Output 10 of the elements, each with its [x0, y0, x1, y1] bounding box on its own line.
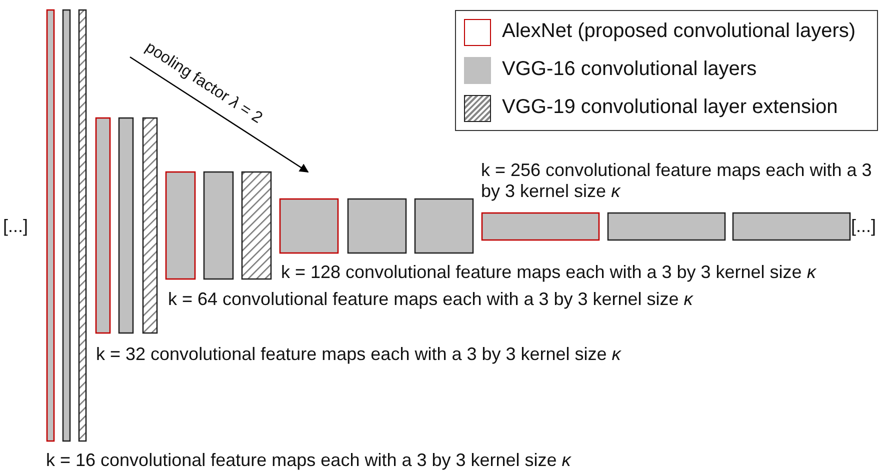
layer-caption: k = 64 convolutional feature maps each with a 3 by 3 kernel size κ [168, 289, 693, 309]
ellipsis-text: [...] [851, 216, 876, 236]
layer-caption: k = 32 convolutional feature maps each with a 3 by 3 kernel size κ [96, 344, 621, 364]
legend-text: VGG-19 convolutional layer extension [502, 96, 838, 119]
legend-text: AlexNet (proposed convolutional layers) [502, 20, 856, 43]
layer-caption: k = 16 convolutional feature maps each with a 3 by 3 kernel size κ [46, 450, 571, 470]
layer-caption: k = 128 convolutional feature maps each with a 3 by 3 kernel size κ [281, 262, 816, 282]
ellipsis-text: [...] [3, 216, 28, 236]
layer-caption: k = 256 convolutional feature maps each with a 3 by 3 kernel size κ [481, 160, 873, 202]
legend-text: VGG-16 convolutional layers [502, 58, 757, 81]
